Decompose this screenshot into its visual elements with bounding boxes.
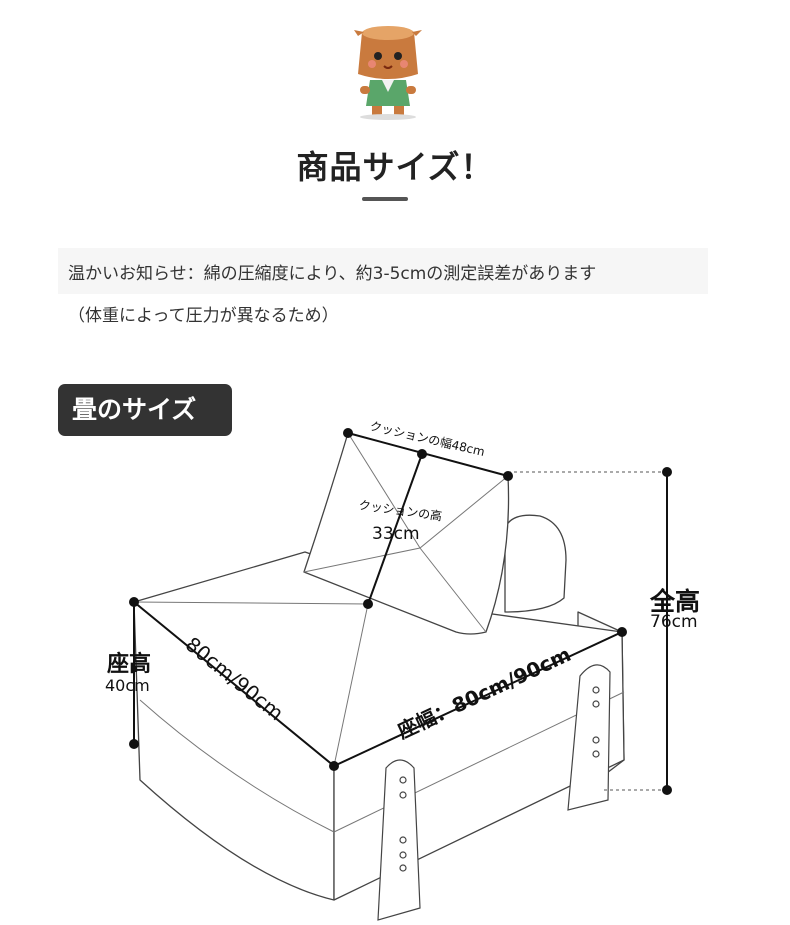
cushion-height-value: 33cm [372,524,420,544]
section-badge: 畳のサイズ [58,384,232,436]
page-title: 商品サイズ！ [296,148,494,186]
notice-subtext: （体重によって圧力が異なるため） [68,306,339,326]
notice-box [58,248,708,294]
notice-text: 温かいお知らせ：綿の圧縮度により、約3-5cmの測定誤差があります [68,264,597,284]
mascot-illustration [354,26,422,120]
title-underline [362,197,408,201]
seat-height-value: 40cm [105,676,150,695]
total-height-label: 全高 [650,587,701,616]
total-height-value: 76cm [650,612,698,632]
seat-height-label: 座高 [107,652,152,677]
